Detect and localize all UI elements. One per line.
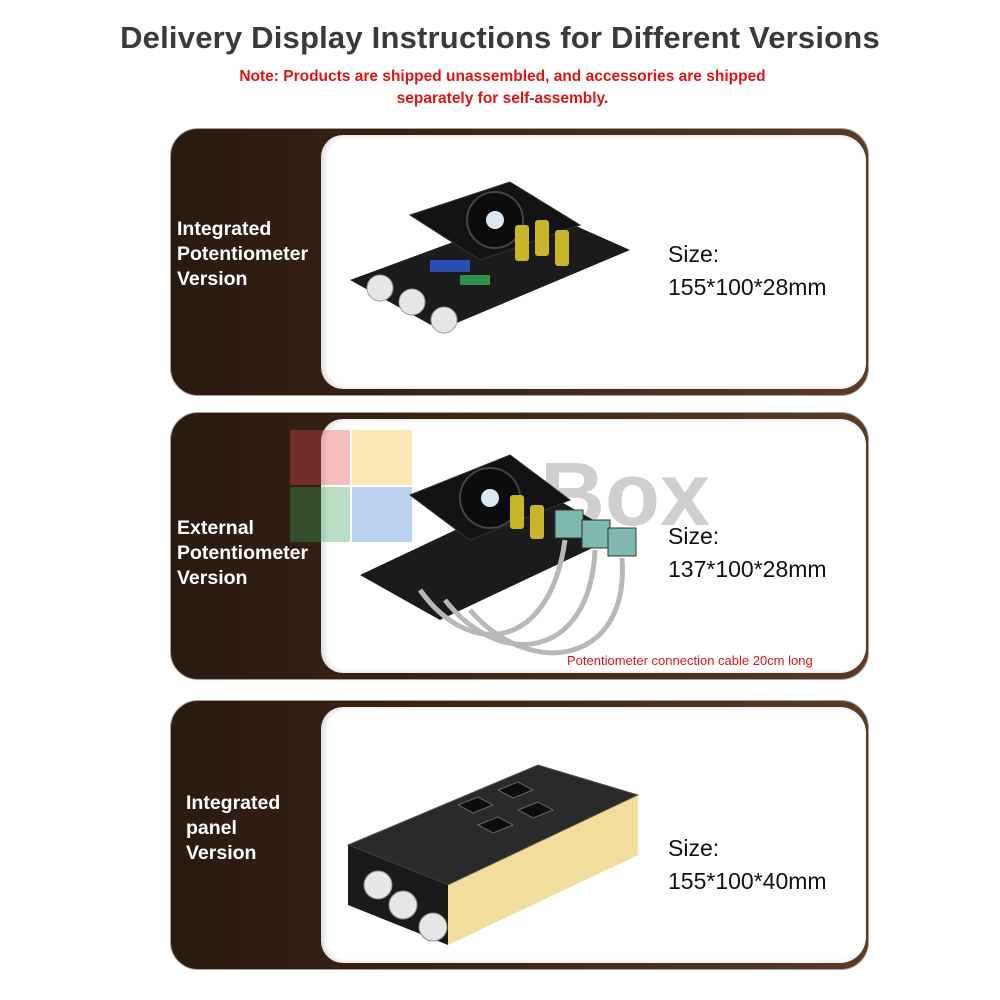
side-frame <box>448 795 638 945</box>
volume-knob <box>388 890 418 920</box>
version-label: External Potentiometer Version <box>177 516 308 591</box>
size-label: Size: <box>668 835 720 861</box>
component-block <box>460 275 490 285</box>
size-label: Size: <box>668 523 720 549</box>
watermark-square <box>352 487 412 542</box>
version-label-line: External <box>177 517 254 539</box>
volume-knob <box>398 288 426 316</box>
size-value: 155*100*28mm <box>668 274 827 300</box>
amplifier-board-photo <box>360 454 637 656</box>
version-label-line: Version <box>186 842 257 864</box>
size-value: 137*100*28mm <box>668 556 827 582</box>
version-label: Integrated Potentiometer Version <box>177 217 308 292</box>
size-label: Size: <box>668 241 720 267</box>
page-title: Delivery Display Instructions for Differ… <box>120 20 880 55</box>
version-label-line: panel <box>186 817 237 839</box>
volume-knob <box>366 274 394 302</box>
version-label: Integrated panel Version <box>186 791 280 866</box>
external-potentiometer <box>607 527 637 557</box>
version-label-line: Integrated <box>186 792 281 814</box>
component-block <box>430 260 470 272</box>
size-info: Size: 155*100*40mm <box>668 832 827 898</box>
capacitor <box>555 230 569 266</box>
version-label-line: Integrated <box>177 218 272 240</box>
vent-holes <box>456 781 555 834</box>
watermark-square <box>352 430 412 485</box>
watermark-square <box>290 487 350 542</box>
connection-cable <box>417 539 568 637</box>
size-info: Size: 137*100*28mm <box>668 520 827 586</box>
external-potentiometer <box>554 509 584 539</box>
external-potentiometer <box>581 519 611 549</box>
version-label-line: Version <box>177 268 248 290</box>
size-info: Size: 155*100*28mm <box>668 238 827 304</box>
capacitor <box>530 505 544 539</box>
version-label-line: Potentiometer <box>177 542 309 564</box>
capacitor <box>515 225 529 261</box>
volume-knob <box>363 870 393 900</box>
connection-cable <box>443 549 598 647</box>
fan-hub <box>481 489 499 507</box>
amplifier-board-photo <box>350 181 630 334</box>
fan-hub <box>486 211 504 229</box>
amplifier-case-photo <box>346 764 640 945</box>
version-label-line: Potentiometer <box>177 243 309 265</box>
version-label-line: Version <box>177 567 248 589</box>
shipping-note: Note: Products are shipped unassembled, … <box>239 68 766 107</box>
cable-length-note: Potentiometer connection cable 20cm long <box>567 653 813 668</box>
volume-knob <box>418 912 448 942</box>
volume-knob <box>430 306 458 334</box>
watermark-square <box>290 430 350 485</box>
connection-cable <box>468 557 625 656</box>
capacitor <box>510 495 524 529</box>
size-value: 155*100*40mm <box>668 868 827 894</box>
capacitor <box>535 220 549 256</box>
